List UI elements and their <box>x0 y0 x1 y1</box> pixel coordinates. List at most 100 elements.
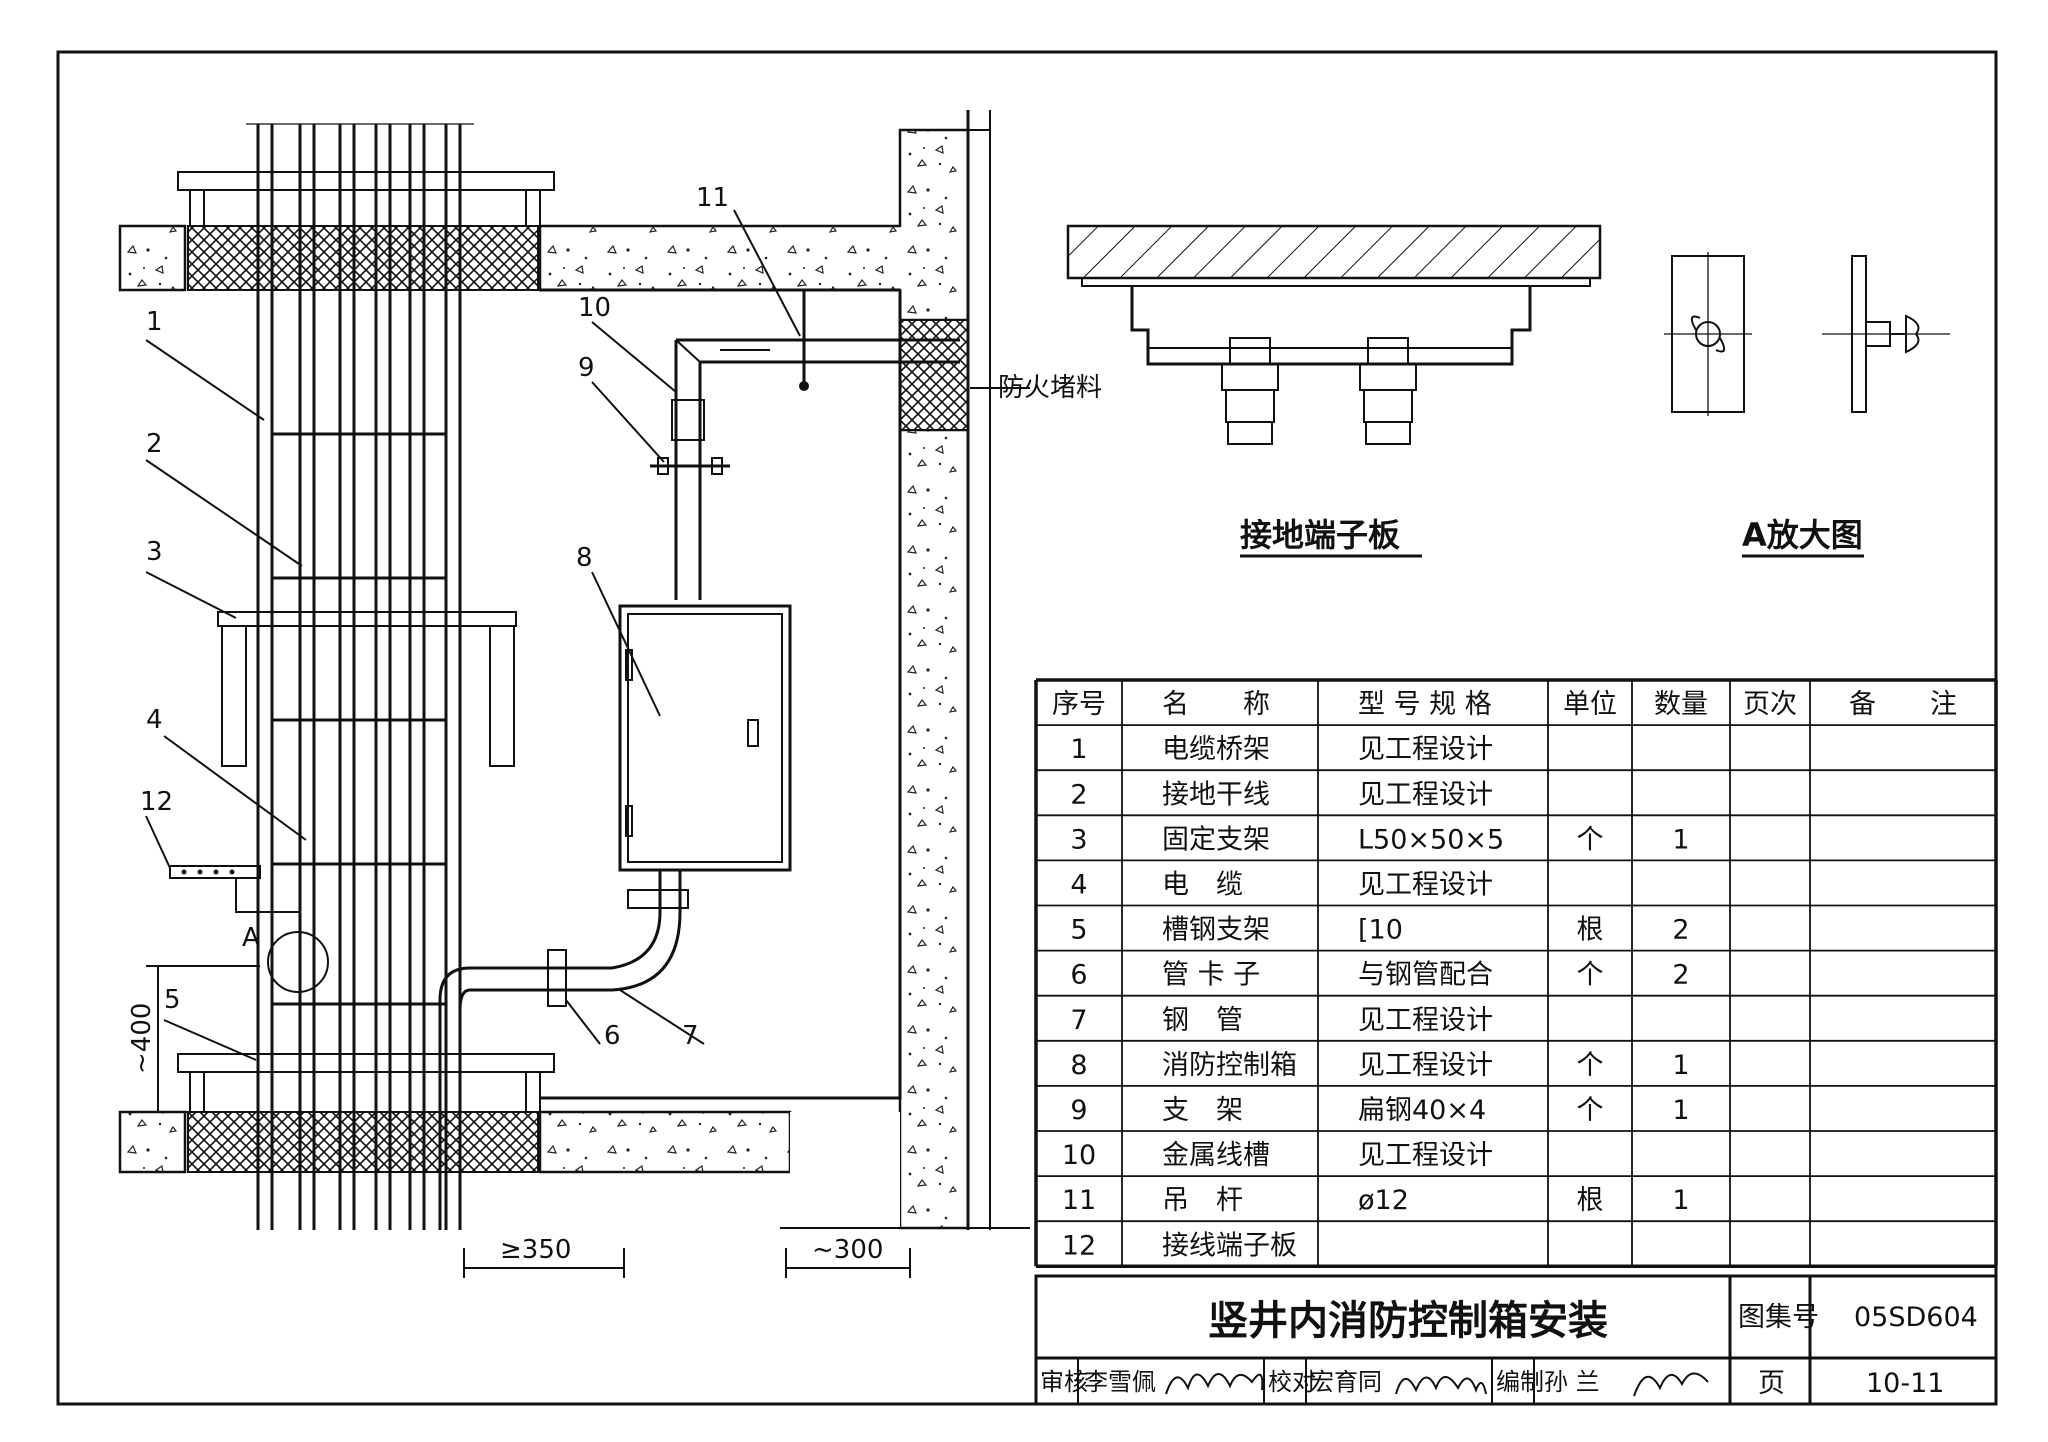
lower-slab <box>118 1110 187 1174</box>
table-cell: 电 缆 <box>1162 870 1243 901</box>
title-block: 竖井内消防控制箱安装 图集号 05SD604 页 10-11 审核 李雪佩 校对… <box>1034 1274 1998 1406</box>
table-cell: 接地干线 <box>1162 779 1270 810</box>
flat-steel-bracket <box>650 457 730 475</box>
table-cell: 10 <box>1062 1140 1096 1171</box>
table-cell: 钢 管 <box>1162 1005 1243 1036</box>
lower-slab-step <box>790 1112 900 1228</box>
metal-trunking <box>671 338 960 600</box>
callout-1: 1 <box>146 307 163 337</box>
cable-tray-rails <box>246 123 474 1230</box>
cable-tray-rungs <box>272 432 446 1006</box>
drawing-title: 竖井内消防控制箱安装 <box>1208 1298 1608 1344</box>
table-cell: 根 <box>1577 1185 1604 1216</box>
table-cell: 7 <box>1070 1005 1087 1036</box>
table-cell: ø12 <box>1358 1185 1409 1216</box>
upper-fire-seal <box>187 225 539 291</box>
table-cell: 消防控制箱 <box>1162 1050 1297 1081</box>
table-cell: 个 <box>1577 960 1604 991</box>
table-header-5: 数量 <box>1654 689 1708 720</box>
dim-vertical: ~400 <box>127 1003 157 1074</box>
callout-12: 12 <box>140 787 173 817</box>
table-cell: 槽钢支架 <box>1162 915 1270 946</box>
table-cell: L50×50×5 <box>1358 824 1504 855</box>
callout-4: 4 <box>146 705 163 735</box>
lower-channel-bracket <box>177 1053 555 1113</box>
table-cell: 支 架 <box>1162 1095 1243 1126</box>
compiler-name: 孙 兰 <box>1544 1368 1600 1396</box>
table-header-6: 页次 <box>1743 689 1797 720</box>
table-cell: 8 <box>1070 1050 1087 1081</box>
callout-8: 8 <box>576 543 593 573</box>
shaft-wall <box>898 428 970 1230</box>
table-cell: 3 <box>1070 824 1087 855</box>
table-cell: 固定支架 <box>1162 824 1270 855</box>
callout-2: 2 <box>146 429 163 459</box>
callout-leaders <box>145 209 1030 1061</box>
table-cell: 金属线槽 <box>1162 1140 1270 1171</box>
table-cell: 个 <box>1577 824 1604 855</box>
table-cell: 12 <box>1062 1230 1096 1261</box>
grounding-board-title: 接地端子板 <box>1240 516 1400 554</box>
table-cell: 见工程设计 <box>1358 734 1493 765</box>
table-header-2: 名 称 <box>1162 689 1270 720</box>
grounding-board-detail: 接地端子板 <box>1066 224 1602 558</box>
callout-10: 10 <box>578 293 611 323</box>
table-cell: [10 <box>1358 915 1403 946</box>
reviewer-signature <box>1165 1373 1264 1395</box>
checker-signature <box>1395 1376 1487 1395</box>
table-cell: 个 <box>1577 1095 1604 1126</box>
review-label: 审核 <box>1040 1368 1088 1396</box>
atlas-label: 图集号 <box>1738 1302 1819 1333</box>
callout-9: 9 <box>578 353 595 383</box>
callout-7: 7 <box>682 1021 699 1051</box>
lower-slab-right <box>538 1110 792 1174</box>
callout-6: 6 <box>604 1021 621 1051</box>
dim-wall-gap: ~300 <box>812 1235 883 1265</box>
table-cell: 见工程设计 <box>1358 870 1493 901</box>
table-cell: 1 <box>1672 1095 1689 1126</box>
compile-label: 编制 <box>1496 1368 1544 1396</box>
table-cell: 接线端子板 <box>1162 1230 1297 1261</box>
table-cell: 9 <box>1070 1095 1087 1126</box>
detail-a-circle <box>267 931 329 993</box>
bolt-left <box>1221 337 1279 445</box>
callout-5: 5 <box>164 985 181 1015</box>
bolt-right <box>1359 337 1417 445</box>
page-label: 页 <box>1758 1368 1785 1399</box>
table-cell: 2 <box>1672 960 1689 991</box>
table-cell: 与钢管配合 <box>1358 960 1493 991</box>
table-cell: 见工程设计 <box>1358 1050 1493 1081</box>
table-header-1: 序号 <box>1052 689 1106 720</box>
table-cell: 6 <box>1070 960 1087 991</box>
check-label: 校对 <box>1268 1368 1316 1396</box>
table-cell: 扁钢40×4 <box>1358 1095 1486 1126</box>
table-cell: 11 <box>1062 1185 1096 1216</box>
hanging-rod <box>799 290 809 391</box>
table-cell: 1 <box>1672 824 1689 855</box>
table-cell: 5 <box>1070 915 1087 946</box>
detail-a-title: A放大图 <box>1742 516 1863 554</box>
middle-fixed-support <box>217 611 517 767</box>
table-cell: 1 <box>1672 1050 1689 1081</box>
atlas-number: 05SD604 <box>1854 1302 1978 1333</box>
shaft-inner-outline <box>540 288 902 1100</box>
callout-3: 3 <box>146 537 163 567</box>
dimension-lines <box>146 965 911 1278</box>
table-cell: 见工程设计 <box>1358 1140 1493 1171</box>
table-cell: 吊 杆 <box>1162 1185 1243 1216</box>
shaft-section: 1 2 3 4 12 A 5 6 7 8 9 10 11 防火堵料 ~400 ≥… <box>118 110 1102 1278</box>
page-number: 10-11 <box>1866 1368 1944 1399</box>
upper-slab <box>118 224 187 292</box>
callout-a: A <box>242 923 260 953</box>
upper-channel-bracket <box>177 171 555 227</box>
compiler-signature <box>1633 1372 1709 1397</box>
table-cell: 1 <box>1672 1185 1689 1216</box>
table-header-4: 单位 <box>1563 689 1617 720</box>
reviewer-name: 李雪佩 <box>1084 1368 1156 1396</box>
dim-min-gap: ≥350 <box>500 1235 571 1265</box>
lower-fire-seal <box>187 1111 539 1173</box>
detail-a-enlarged: A放大图 <box>1664 252 1950 558</box>
fire-seal-label: 防火堵料 <box>998 373 1102 403</box>
